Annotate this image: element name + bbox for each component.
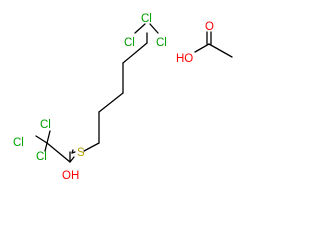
bond <box>46 142 71 163</box>
bond <box>194 43 210 53</box>
atom-label-oxygen: O <box>205 21 214 33</box>
bond <box>69 156 75 163</box>
atom-label-chlorine: Cl <box>40 119 51 131</box>
atom-label-chlorine: Cl <box>13 137 24 149</box>
atom-label-chlorine: Cl <box>141 13 152 25</box>
structure-canvas: Cl Cl Cl S Cl Cl Cl OH HO O <box>13 13 233 182</box>
bond <box>122 42 148 64</box>
bond-group <box>35 23 233 163</box>
bond <box>134 23 146 34</box>
bond <box>71 149 74 154</box>
atom-label-hydroxyl: OH <box>62 170 79 182</box>
bond <box>35 135 48 144</box>
bond <box>98 92 124 113</box>
atom-label-sulfur: S <box>77 147 85 159</box>
atom-label-chlorine: Cl <box>156 37 167 49</box>
atom-label-chlorine: Cl <box>36 151 47 163</box>
molecule-diagram: Cl Cl Cl S Cl Cl Cl OH HO O <box>13 13 233 182</box>
bond <box>208 43 233 58</box>
bond <box>83 142 100 152</box>
bond <box>46 130 51 144</box>
atom-label-chlorine: Cl <box>124 37 135 49</box>
bond <box>149 23 159 34</box>
bond <box>44 142 48 152</box>
atom-label-hydroxyl: HO <box>176 53 193 65</box>
